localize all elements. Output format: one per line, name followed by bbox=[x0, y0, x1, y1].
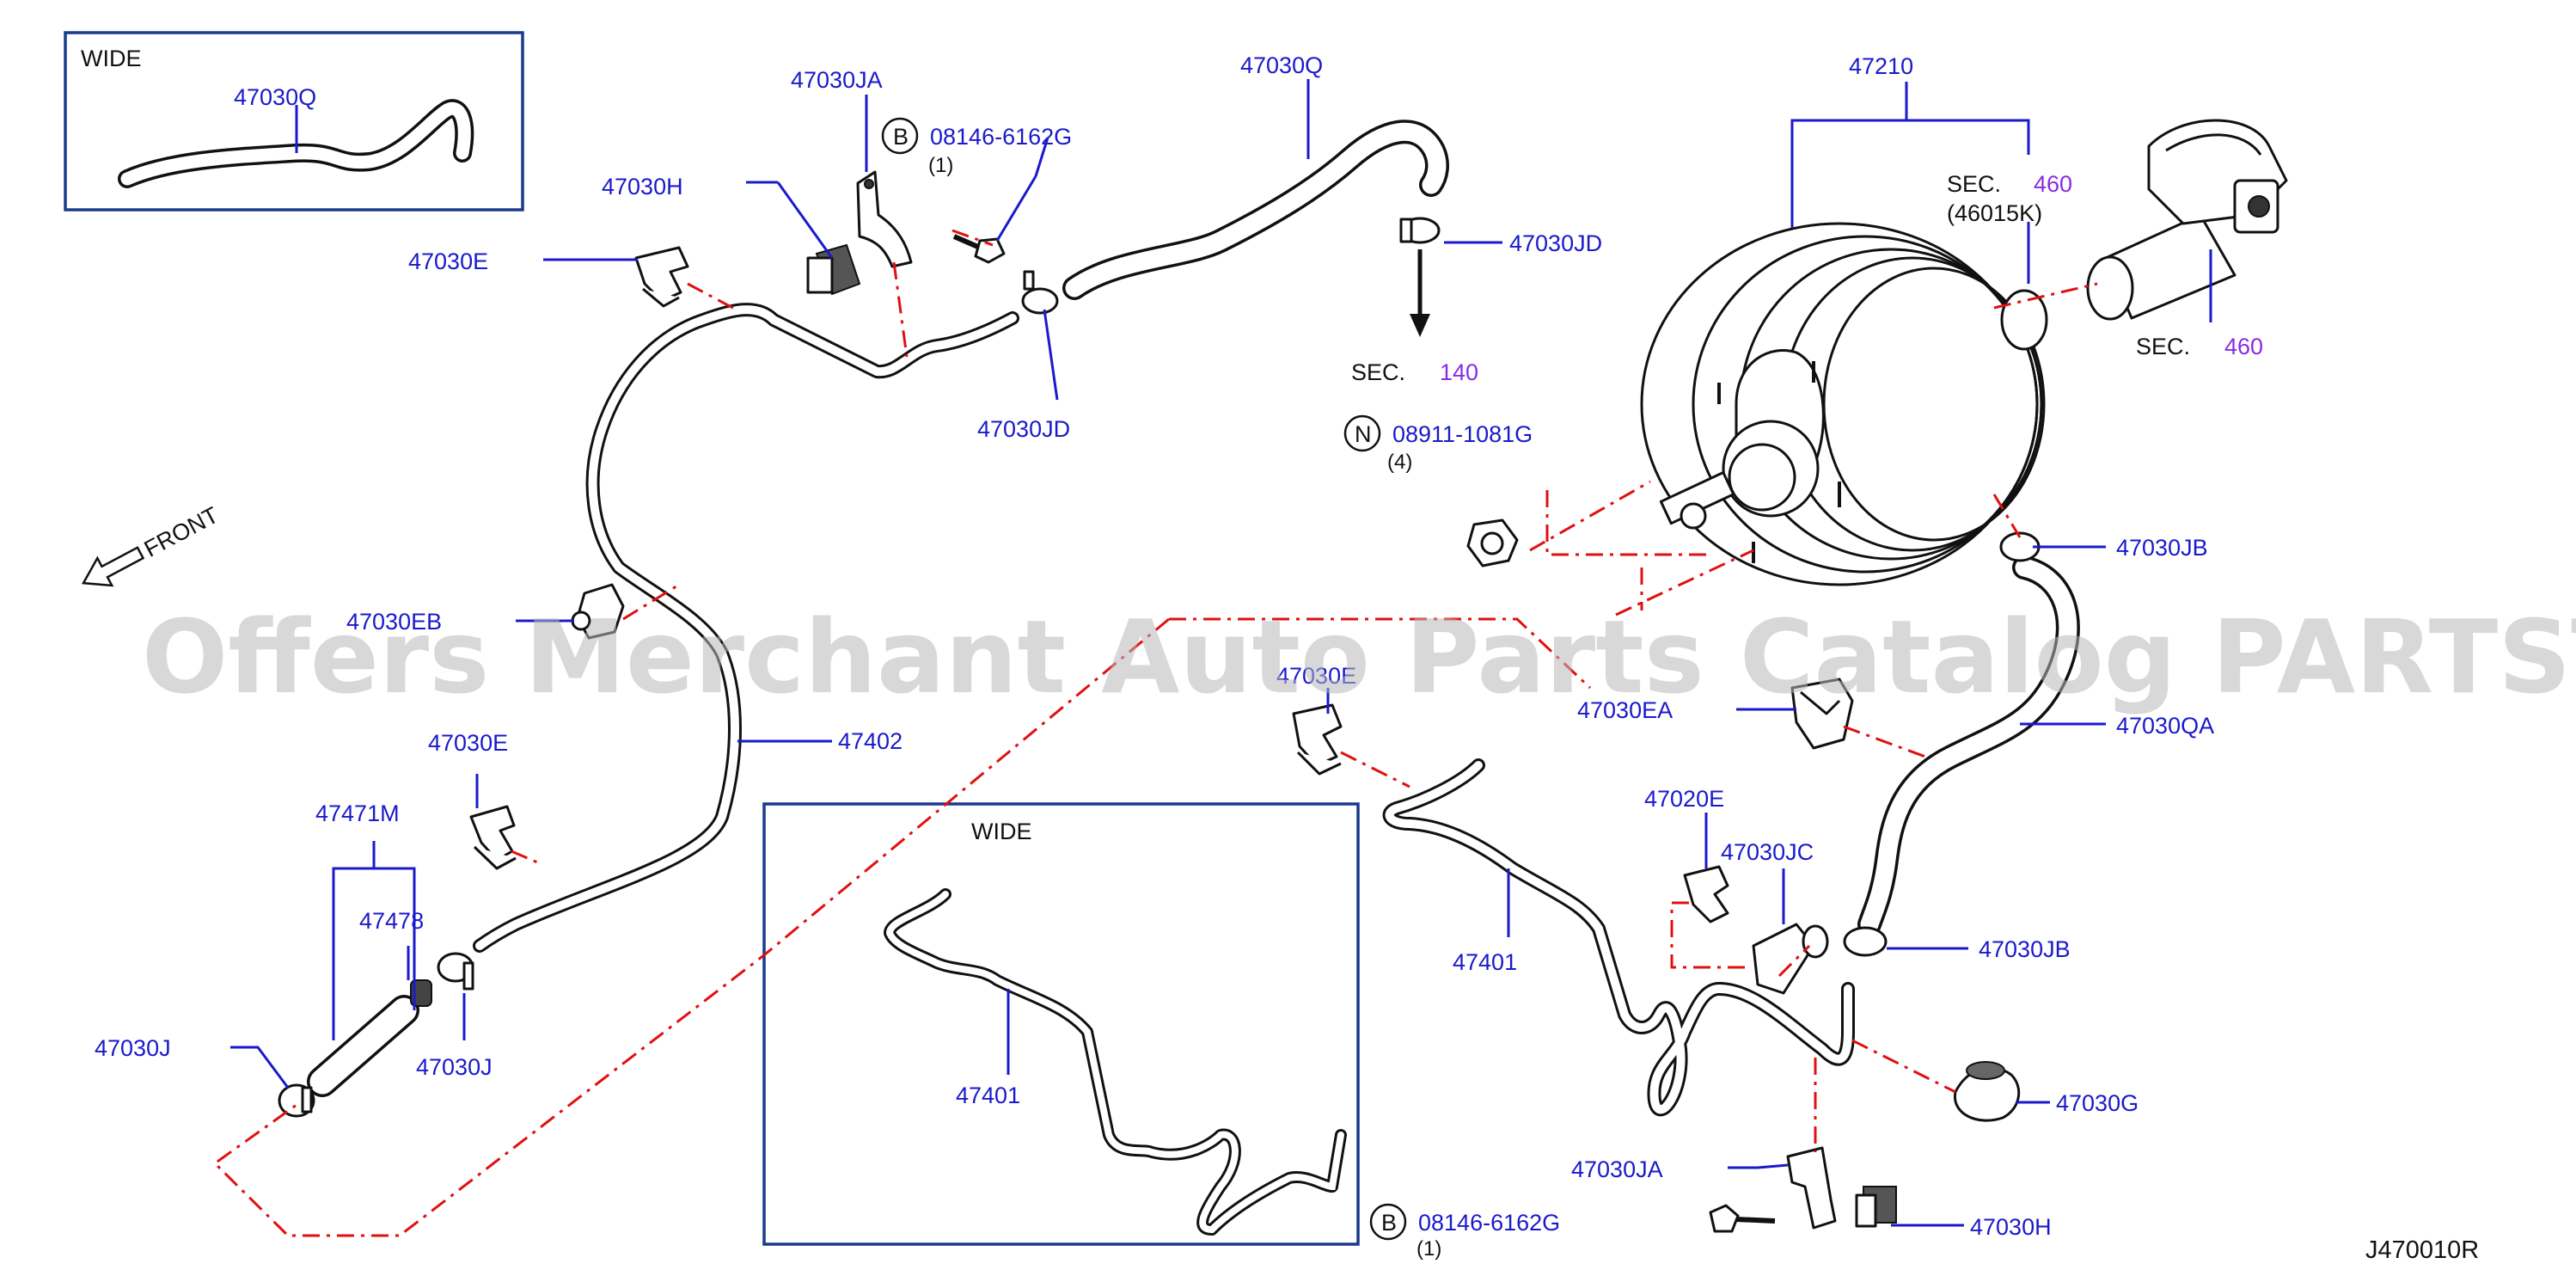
fastener-bolt-top-callout: B 08146-6162G (1) bbox=[881, 117, 1072, 177]
bolt-top-qty: (1) bbox=[928, 154, 953, 177]
nut-part: 08911-1081G bbox=[1392, 421, 1533, 447]
label-47478: 47478 bbox=[359, 908, 424, 934]
fastener-nut-callout: N 08911-1081G (4) bbox=[1343, 414, 1533, 474]
bolt-bottom bbox=[1709, 1204, 1776, 1233]
bolt-top bbox=[952, 234, 1006, 264]
pipe-47401 bbox=[1382, 758, 1855, 1117]
label-47030ea: 47030EA bbox=[1577, 697, 1673, 723]
hose-47030q-main bbox=[1062, 120, 1449, 300]
arrow-down-icon bbox=[1410, 249, 1430, 337]
sec-460-right: SEC. 460 bbox=[2136, 334, 2263, 359]
label-47030eb: 47030EB bbox=[346, 609, 442, 635]
bracket-47030ja-bottom bbox=[1786, 1146, 1837, 1230]
label-47030j-mid: 47030J bbox=[416, 1054, 493, 1080]
label-47030jd-left: 47030JD bbox=[977, 416, 1070, 442]
label-47030jc: 47030JC bbox=[1721, 839, 1814, 865]
brake-booster-47210 bbox=[1640, 222, 2046, 586]
clip-47030e-top bbox=[634, 246, 689, 308]
label-47030h-top: 47030H bbox=[602, 174, 683, 199]
sec460-right-num: 460 bbox=[2224, 334, 2263, 359]
front-label: FRONT bbox=[140, 502, 223, 562]
sec460-top-label: SEC. bbox=[1947, 171, 2001, 197]
label-47020e: 47020E bbox=[1644, 786, 1724, 812]
diagram-id: J470010R bbox=[2365, 1236, 2479, 1264]
label-47030q: 47030Q bbox=[1240, 52, 1323, 78]
clamp-47030j-left bbox=[278, 1083, 315, 1118]
callout-labels: 47030JA 47030H 47030E 47030Q 47030JD 470… bbox=[95, 52, 2214, 1240]
inset-top-part-label: 47030Q bbox=[234, 84, 316, 110]
front-arrow-icon: FRONT bbox=[81, 502, 223, 587]
inset-wide-bottom: WIDE 47401 bbox=[762, 802, 1360, 1246]
hose-47030qa bbox=[1857, 555, 2080, 936]
hose-47471m bbox=[307, 995, 419, 1097]
sec-140: SEC. 140 bbox=[1351, 359, 1478, 385]
nut-qty: (4) bbox=[1387, 451, 1412, 474]
label-47471m: 47471M bbox=[315, 801, 400, 826]
clip-47030e-center bbox=[1292, 703, 1343, 776]
fastener-bolt-bottom-callout: B 08146-6162G (1) bbox=[1369, 1203, 1560, 1261]
label-47030ja-bottom: 47030JA bbox=[1571, 1156, 1663, 1182]
clip-47030eb bbox=[571, 583, 625, 640]
sec460-right-label: SEC. bbox=[2136, 334, 2190, 359]
valve-47478 bbox=[410, 979, 432, 1007]
nut-08911-1081g bbox=[1466, 518, 1519, 567]
clamp-47030j-mid bbox=[437, 952, 474, 991]
sec-460-top: SEC. 460 (46015K) bbox=[1947, 171, 2072, 226]
inset-bottom-part-label: 47401 bbox=[956, 1083, 1020, 1108]
label-47030e-top: 47030E bbox=[408, 248, 488, 274]
inset-top-title: WIDE bbox=[81, 46, 142, 71]
clip-47030jc bbox=[1752, 923, 1829, 995]
clip-47030e-mid bbox=[469, 805, 517, 870]
label-47030qa: 47030QA bbox=[2116, 713, 2214, 739]
label-47030jb-bottom: 47030JB bbox=[1979, 936, 2071, 962]
marker-b-bottom: B bbox=[1381, 1210, 1397, 1236]
clamp-47030jb-bottom bbox=[1843, 926, 1888, 957]
master-cylinder-sec460 bbox=[2000, 119, 2288, 351]
clip-47030ea bbox=[1790, 678, 1854, 750]
label-47030e-mid: 47030E bbox=[428, 730, 508, 756]
leaders bbox=[230, 79, 2212, 1227]
clamp-47030jd-left bbox=[1021, 270, 1059, 315]
hose-47402 bbox=[473, 303, 1019, 953]
grommet-47030h-bottom bbox=[1855, 1186, 1897, 1228]
clamp-47030jd-right bbox=[1399, 217, 1441, 244]
sec460-top-num: 460 bbox=[2034, 171, 2072, 197]
label-47030j-left: 47030J bbox=[95, 1035, 171, 1061]
inset-bottom-title: WIDE bbox=[971, 819, 1032, 844]
label-47030h-bottom: 47030H bbox=[1970, 1214, 2052, 1240]
marker-b-top: B bbox=[893, 124, 909, 150]
sec140-label: SEC. bbox=[1351, 359, 1405, 385]
sec460-top-sub: (46015K) bbox=[1947, 200, 2042, 226]
watermark: Offers Merchant Auto Parts Catalog PARTS… bbox=[142, 598, 2576, 716]
cap-47030g bbox=[1954, 1061, 2021, 1122]
marker-n: N bbox=[1355, 421, 1372, 447]
label-47402: 47402 bbox=[838, 728, 903, 754]
label-47030jb-top: 47030JB bbox=[2116, 535, 2208, 561]
bolt-top-part: 08146-6162G bbox=[930, 124, 1072, 150]
dash-lines bbox=[212, 229, 2098, 1237]
label-47210: 47210 bbox=[1849, 53, 1913, 79]
inset-wide-top: WIDE 47030Q bbox=[64, 31, 524, 212]
label-47030g: 47030G bbox=[2056, 1090, 2139, 1116]
label-47030ja-top: 47030JA bbox=[791, 67, 883, 93]
sec140-num: 140 bbox=[1440, 359, 1478, 385]
label-47401: 47401 bbox=[1453, 949, 1517, 975]
bolt-bottom-part: 08146-6162G bbox=[1418, 1210, 1560, 1236]
bracket-47030ja-top bbox=[856, 170, 913, 268]
grommet-47030h-top bbox=[806, 243, 861, 296]
clip-47020e bbox=[1683, 865, 1729, 923]
bolt-bottom-qty: (1) bbox=[1416, 1237, 1441, 1261]
label-47030e-center: 47030E bbox=[1276, 663, 1356, 689]
label-47030jd-right: 47030JD bbox=[1509, 230, 1602, 256]
